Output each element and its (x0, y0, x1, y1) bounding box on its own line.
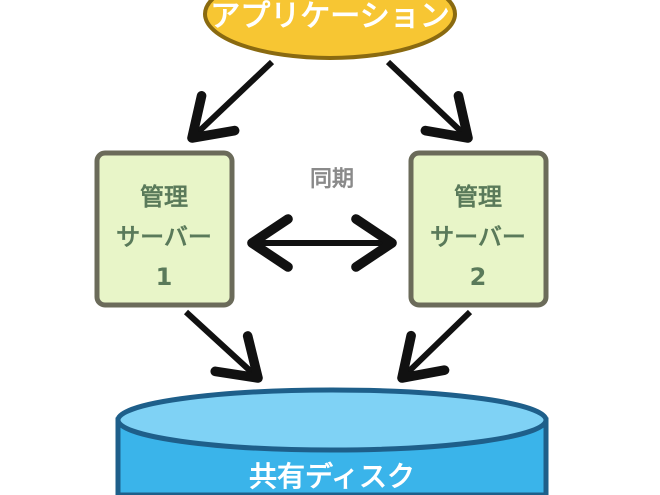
storage-label: 共有ディスク (249, 460, 415, 493)
server-2-line-3: 2 (470, 263, 487, 291)
application-node: アプリケーション (203, 0, 457, 60)
arrow-server-2-to-storage (397, 309, 473, 383)
server-1-line-2: サーバー (116, 223, 212, 251)
sync-label: 同期 (310, 167, 354, 192)
server-node-1: 管理 サーバー 1 (94, 150, 235, 308)
application-label: アプリケーション (210, 0, 449, 34)
server-1-line-3: 1 (156, 263, 173, 291)
server-1-line-1: 管理 (140, 183, 188, 211)
arrow-server-1-to-storage (183, 309, 263, 383)
server-node-2: 管理 サーバー 2 (408, 150, 549, 308)
storage-node: 共有ディスク (115, 387, 549, 495)
server-2-line-2: サーバー (430, 223, 526, 251)
arrow-app-to-server-1 (187, 59, 275, 143)
arrow-app-to-server-2 (385, 59, 473, 143)
server-2-line-1: 管理 (454, 183, 502, 211)
